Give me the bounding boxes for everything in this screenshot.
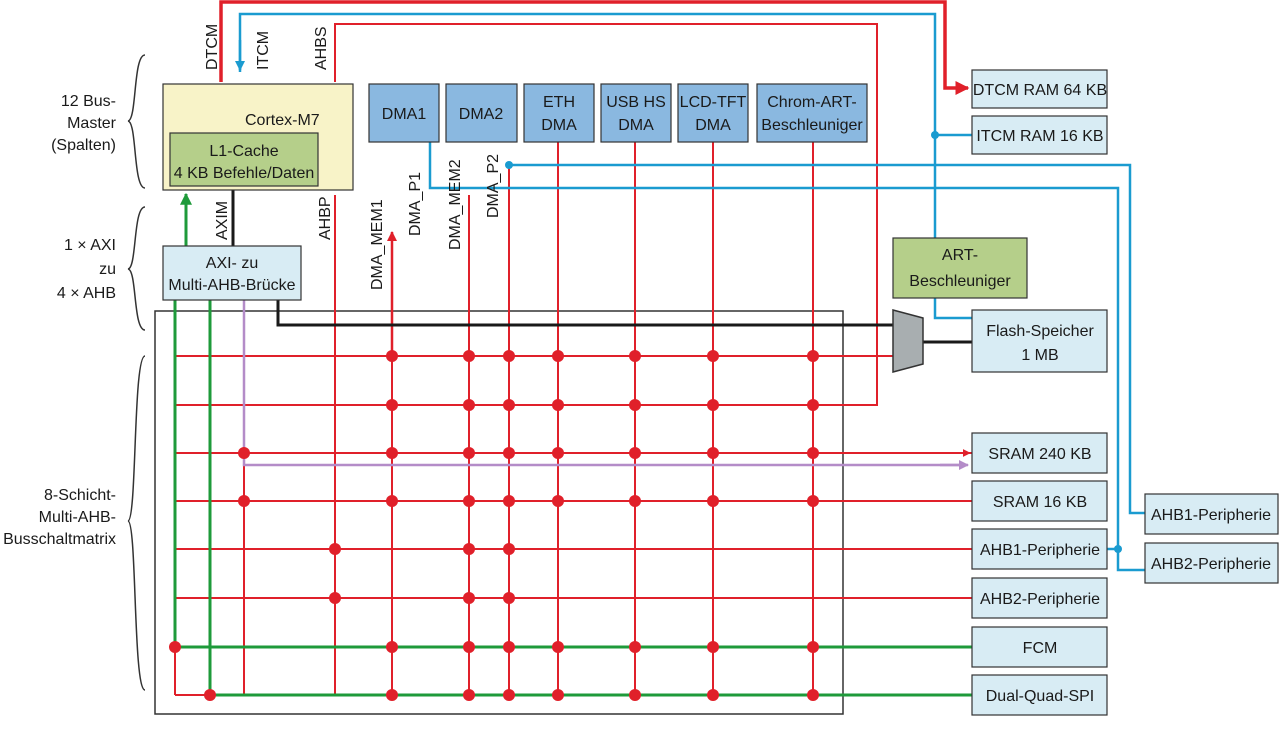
purple-bus-line — [242, 300, 960, 467]
side-brackets — [127, 54, 146, 691]
l1-cache-line1: L1-Cache — [209, 143, 278, 160]
l1-cache-line2: 4 KB Befehle/Daten — [174, 165, 315, 182]
fcm-box — [971, 626, 1108, 668]
eth-dma-label1: ETH — [543, 94, 575, 111]
label-matrix-3: Busschaltmatrix — [3, 531, 116, 548]
sram16-label: SRAM 16 KB — [993, 494, 1087, 511]
matrix-frame — [154, 310, 844, 715]
lcd-dma-label2: DMA — [695, 117, 731, 134]
ahb1-slave-box — [971, 528, 1108, 570]
usb-dma-box — [600, 83, 672, 143]
port-ahbs-label: AHBS — [313, 26, 330, 70]
chrom-art-label1: Chrom-ART- — [767, 94, 857, 111]
axi-bridge-line2: Multi-AHB-Brücke — [168, 277, 295, 294]
flash-box — [971, 309, 1108, 373]
qspi-box — [971, 674, 1108, 716]
sram16-box — [971, 480, 1108, 522]
ahb1-slave-label: AHB1-Peripherie — [980, 542, 1100, 559]
green-bus-lines — [173, 300, 972, 697]
label-matrix-2: Multi-AHB- — [39, 509, 116, 526]
dma2-label: DMA2 — [459, 106, 504, 123]
label-axi-3: 4 × AHB — [57, 285, 116, 302]
dma-p1-label: DMA_P1 — [407, 172, 424, 236]
eth-dma-box — [523, 83, 595, 143]
itcm-ram-label: ITCM RAM 16 KB — [976, 128, 1103, 145]
dma1-box — [368, 83, 440, 143]
eth-dma-label2: DMA — [541, 117, 577, 134]
ahb1-peripheral-box — [1144, 493, 1279, 535]
peripheral-boxes: AHB1-Peripherie AHB2-Peripherie — [1144, 493, 1279, 584]
usb-dma-label1: USB HS — [606, 94, 666, 111]
ahb2-slave-label: AHB2-Peripherie — [980, 591, 1100, 608]
ahb2-peripheral-label: AHB2-Peripherie — [1151, 556, 1271, 573]
dma-mem1-label: DMA_MEM1 — [369, 199, 386, 290]
port-axim-label: AXIM — [214, 201, 231, 240]
label-masters-1: 12 Bus- — [61, 93, 116, 110]
ahb1-peripheral-label: AHB1-Peripherie — [1151, 507, 1271, 524]
slave-boxes: DTCM RAM 64 KB ITCM RAM 16 KB Flash-Spei… — [971, 69, 1108, 716]
flash-label1: Flash-Speicher — [986, 323, 1094, 340]
black-bus-lines — [231, 190, 972, 344]
axi-bridge-block — [162, 245, 302, 301]
dtcm-red-path — [219, 0, 970, 95]
art-accelerator-block — [892, 237, 1028, 299]
label-masters-2: Master — [67, 115, 117, 132]
label-axi-2: zu — [99, 261, 116, 278]
blue-junction-dots — [505, 131, 1122, 553]
chrom-art-box — [756, 83, 868, 143]
ahb2-slave-box — [971, 577, 1108, 619]
chrom-art-label2: Beschleuniger — [761, 117, 863, 134]
label-matrix-1: 8-Schicht- — [44, 487, 116, 504]
sram240-label: SRAM 240 KB — [988, 446, 1091, 463]
side-labels: 12 Bus- Master (Spalten) 1 × AXI zu 4 × … — [3, 93, 117, 548]
label-masters-3: (Spalten) — [51, 137, 116, 154]
lcd-dma-label1: LCD-TFT — [680, 94, 747, 111]
master-boxes: DMA1 DMA2 ETH DMA USB HS DMA LCD-TFT DMA… — [368, 83, 868, 143]
blue-bus-lines — [238, 12, 1145, 572]
dma-mem2-label: DMA_MEM2 — [447, 159, 464, 250]
dma-p2-label: DMA_P2 — [485, 154, 502, 218]
art-label1: ART- — [942, 247, 978, 264]
label-axi-1: 1 × AXI — [64, 237, 116, 254]
art-label2: Beschleuniger — [909, 273, 1011, 290]
dma1-label: DMA1 — [382, 106, 427, 123]
ahb2-peripheral-box — [1144, 542, 1279, 584]
fcm-label: FCM — [1023, 640, 1058, 657]
axi-bridge-line1: AXI- zu — [206, 255, 258, 272]
dtcm-ram-label: DTCM RAM 64 KB — [973, 82, 1107, 99]
port-ahbp-label: AHBP — [317, 196, 334, 240]
usb-dma-label2: DMA — [618, 117, 654, 134]
dma2-box — [445, 83, 518, 143]
qspi-label: Dual-Quad-SPI — [986, 688, 1095, 705]
port-dtcm-label: DTCM — [204, 24, 221, 70]
itcm-ram-box — [971, 115, 1108, 155]
flash-multiplexer — [892, 309, 924, 373]
lcd-dma-box — [677, 83, 749, 143]
flash-label2: 1 MB — [1021, 347, 1058, 364]
port-itcm-label: ITCM — [255, 31, 272, 70]
sram240-box — [971, 432, 1108, 474]
junction-dots — [169, 350, 819, 701]
cortex-m7-title: Cortex-M7 — [245, 112, 320, 129]
l1-cache-block — [169, 132, 319, 187]
dtcm-ram-box — [971, 69, 1108, 109]
